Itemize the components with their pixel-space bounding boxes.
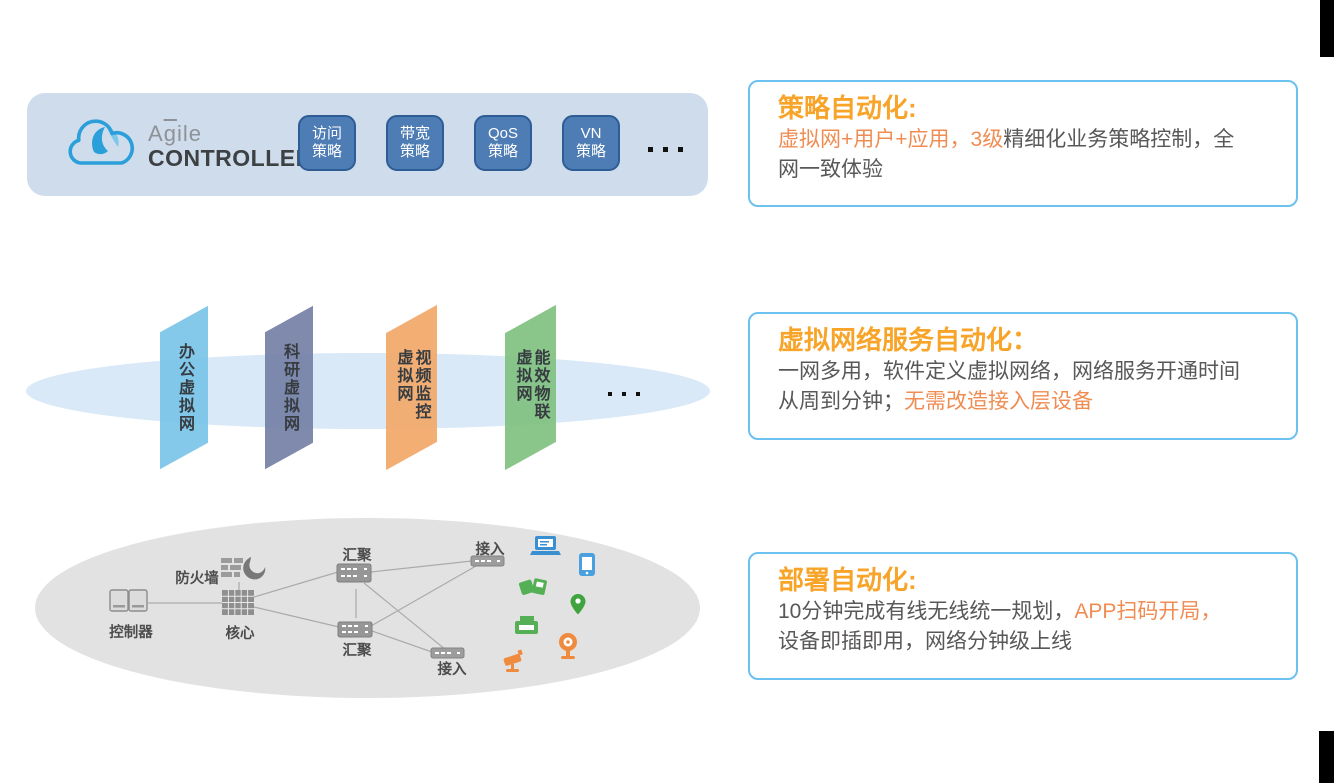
- webcam-icon: [559, 633, 577, 659]
- label-agg-bottom: 汇聚: [343, 642, 372, 659]
- vn-panel-research: 科研虚拟网: [265, 305, 313, 470]
- callout-body: 虚拟网+用户+应用，3级精细化业务策略控制，全网一致体验: [778, 128, 1235, 181]
- handheld-terminals-icon: [518, 578, 547, 595]
- callout-policy-automation: 策略自动化: 虚拟网+用户+应用，3级精细化业务策略控制，全网一致体验: [748, 80, 1298, 207]
- aggregation-switch-top-icon: [336, 563, 372, 583]
- label-firewall: 防火墙: [175, 569, 219, 587]
- callout-title: 部署自动化:: [778, 565, 917, 595]
- location-pin-icon: [570, 594, 586, 615]
- callout-title: 虚拟网络服务自动化：: [778, 325, 1039, 355]
- topology-links: [148, 560, 477, 653]
- label-access-bottom: 接入: [438, 660, 467, 678]
- core-switch-icon: [222, 590, 254, 615]
- surveillance-camera-icon: [503, 649, 523, 672]
- access-switch-bottom-icon: [430, 647, 465, 659]
- brand-controller-text: CONTROLLER: [148, 145, 313, 172]
- more-policies-ellipsis: [648, 147, 683, 152]
- printer-icon: [515, 616, 538, 634]
- laptop-icon: [530, 536, 561, 555]
- callout-deployment-automation: 部署自动化: 10分钟完成有线无线统一规划，APP扫码开局，设备即插即用，网络分…: [748, 552, 1298, 680]
- agile-cloud-icon: [68, 119, 135, 165]
- brand-agile-text: Agile: [148, 121, 202, 146]
- label-controller: 控制器: [109, 623, 153, 641]
- vn-panel-office: 办公虚拟网: [160, 305, 208, 470]
- controller-icon: [109, 589, 148, 612]
- label-access-top: 接入: [476, 540, 505, 558]
- screen-artifact-top-right: [1320, 0, 1334, 57]
- agile-controller-logo: Agile CONTROLLER: [148, 121, 313, 172]
- label-core: 核心: [226, 624, 255, 642]
- callout-title: 策略自动化:: [778, 93, 917, 123]
- vn-panel-video-surveillance: 视频监控虚拟网: [386, 304, 437, 471]
- virtual-network-fabric-ellipse: [26, 353, 710, 429]
- firewall-icon: [221, 557, 266, 580]
- label-agg-top: 汇聚: [343, 547, 372, 564]
- callout-body: 10分钟完成有线无线统一规划，APP扫码开局，设备即插即用，网络分钟级上线: [778, 600, 1222, 653]
- access-switch-top-icon: [470, 555, 505, 567]
- aggregation-switch-bottom-icon: [337, 621, 373, 638]
- policy-chip-bandwidth: 带宽策略: [386, 115, 444, 171]
- vn-panel-energy-iot: 能效物联虚拟网: [505, 304, 556, 471]
- callout-vn-service-automation: 虚拟网络服务自动化： 一网多用，软件定义虚拟网络，网络服务开通时间从周到分钟；无…: [748, 312, 1298, 440]
- physical-network-topology: 控制器 防火墙 核心 汇聚 汇聚 接入 接入: [109, 536, 595, 678]
- screen-artifact-bottom-right: [1319, 731, 1334, 783]
- more-vns-ellipsis: [608, 392, 640, 396]
- smartphone-icon: [579, 553, 595, 576]
- policy-chip-access: 访问策略: [298, 115, 356, 171]
- callout-body: 一网多用，软件定义虚拟网络，网络服务开通时间从周到分钟；无需改造接入层设备: [778, 360, 1240, 413]
